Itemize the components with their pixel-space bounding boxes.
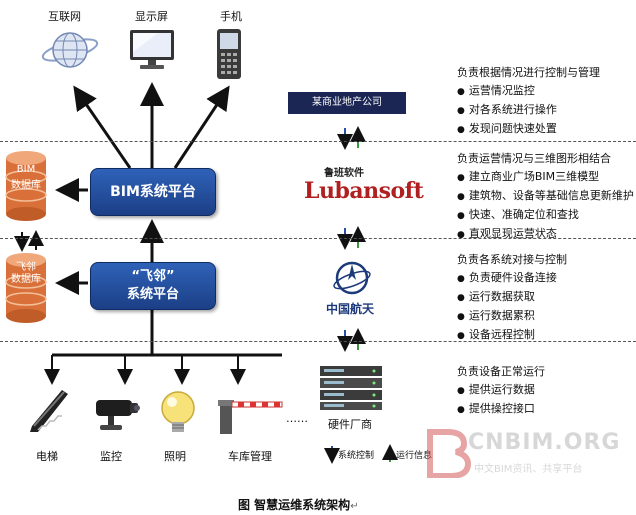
responsibility-item: 建筑物、设备等基础信息更新维护 [457,187,634,206]
parking-management-label: 车库管理 [228,450,272,463]
elevator-label: 电梯 [36,450,58,463]
feilin-platform-line2: 系统平台 [126,287,179,302]
responsibility-item: 发现问题快速处置 [457,120,600,139]
cnbim-tagline: 中文BIM资讯、共享平台 [474,464,583,475]
lighting-label: 照明 [164,450,186,463]
responsibility-item: 直观显现运营状态 [457,225,634,244]
responsibility-item: 设备远程控制 [457,326,567,345]
casc-logo: 中国航天 [324,260,380,322]
layer-separator [0,141,636,142]
realestate-company-bar: 某商业地产公司 [288,92,406,114]
feilin-db-label-line2: 数据库 [11,274,41,285]
responsibility-item: 快速、准确定位和查找 [457,206,634,225]
figure-caption: 图 智慧运维系统架构↵ [238,496,359,513]
legend-control-label: 系统控制 [338,451,375,461]
feilin-db-label-line1: 飞邻 [16,262,36,273]
casc-label: 中国航天 [326,302,375,316]
bim-database: BIM 数据库 [4,150,48,222]
layer-separator [0,341,636,342]
server-rack-icon [320,366,382,410]
database-icon [5,151,47,221]
cnbim-b-logo-icon [427,429,472,478]
phone-label: 手机 [220,10,242,23]
responsibility-title: 负责设备正常运行 [457,365,545,378]
display-label: 显示屏 [135,10,168,23]
cnbim-logo-text: CNBIM.ORG [468,430,621,455]
responsibility-block-integration: 负责各系统对接与控制 负责硬件设备连接 运行数据获取 运行数据累积 设备远程控制 [457,251,567,345]
bim-system-platform: BIM系统平台 [90,168,216,216]
internet-label: 互联网 [48,10,81,23]
responsibility-block-hardware: 负责设备正常运行 提供运行数据 提供操控接口 [457,363,545,419]
responsibility-item: 运营情况监控 [457,82,600,101]
luban-en-label: Lubansoft [304,178,424,204]
responsibility-block-bim: 负责运营情况与三维图形相结合 建立商业广场BIM三维模型 建筑物、设备等基础信息… [457,150,634,244]
responsibility-block-management: 负责根据情况进行控制与管理 运营情况监控 对各系统进行操作 发现问题快速处置 [457,64,600,139]
bim-db-label-line1: BIM [16,164,36,175]
responsibility-title: 负责各系统对接与控制 [457,253,567,266]
escalator-icon [30,390,68,432]
hardware-vendor-label: 硬件厂商 [328,418,372,431]
feilin-system-platform: “飞邻” 系统平台 [90,262,216,310]
database-icon [5,253,47,323]
legend-info-label: 运行信息 [396,451,433,461]
responsibility-item: 负责硬件设备连接 [457,269,567,288]
lubansoft-logo: 鲁班软件 Lubansoft [300,164,424,212]
responsibility-item: 运行数据获取 [457,288,567,307]
responsibility-item: 提供运行数据 [457,381,545,400]
figure-caption-text: 图 智慧运维系统架构 [238,498,351,512]
more-devices-ellipsis: …… [286,412,308,425]
responsibility-title: 负责运营情况与三维图形相结合 [457,152,611,165]
mobile-phone-icon [217,29,241,79]
responsibility-item: 对各系统进行操作 [457,101,600,120]
parking-barrier-icon [218,400,283,434]
responsibility-item: 建立商业广场BIM三维模型 [457,168,634,187]
paragraph-mark-icon: ↵ [350,501,359,512]
responsibility-title: 负责根据情况进行控制与管理 [457,66,600,79]
responsibility-item: 提供操控接口 [457,400,545,419]
monitor-icon [130,30,174,69]
monitoring-label: 监控 [100,450,122,463]
light-bulb-icon [161,391,195,432]
luban-cn-label: 鲁班软件 [324,168,364,179]
security-camera-icon [96,400,140,430]
feilin-database: 飞邻 数据库 [4,252,48,324]
layer-separator [0,238,636,239]
cnbim-watermark: CNBIM.ORG 中文BIM资讯、共享平台 [422,428,632,478]
casc-emblem-icon [333,261,371,295]
responsibility-item: 运行数据累积 [457,307,567,326]
bim-db-label-line2: 数据库 [11,180,41,191]
feilin-platform-line1: “飞邻” [131,269,175,284]
globe-icon [41,32,99,68]
